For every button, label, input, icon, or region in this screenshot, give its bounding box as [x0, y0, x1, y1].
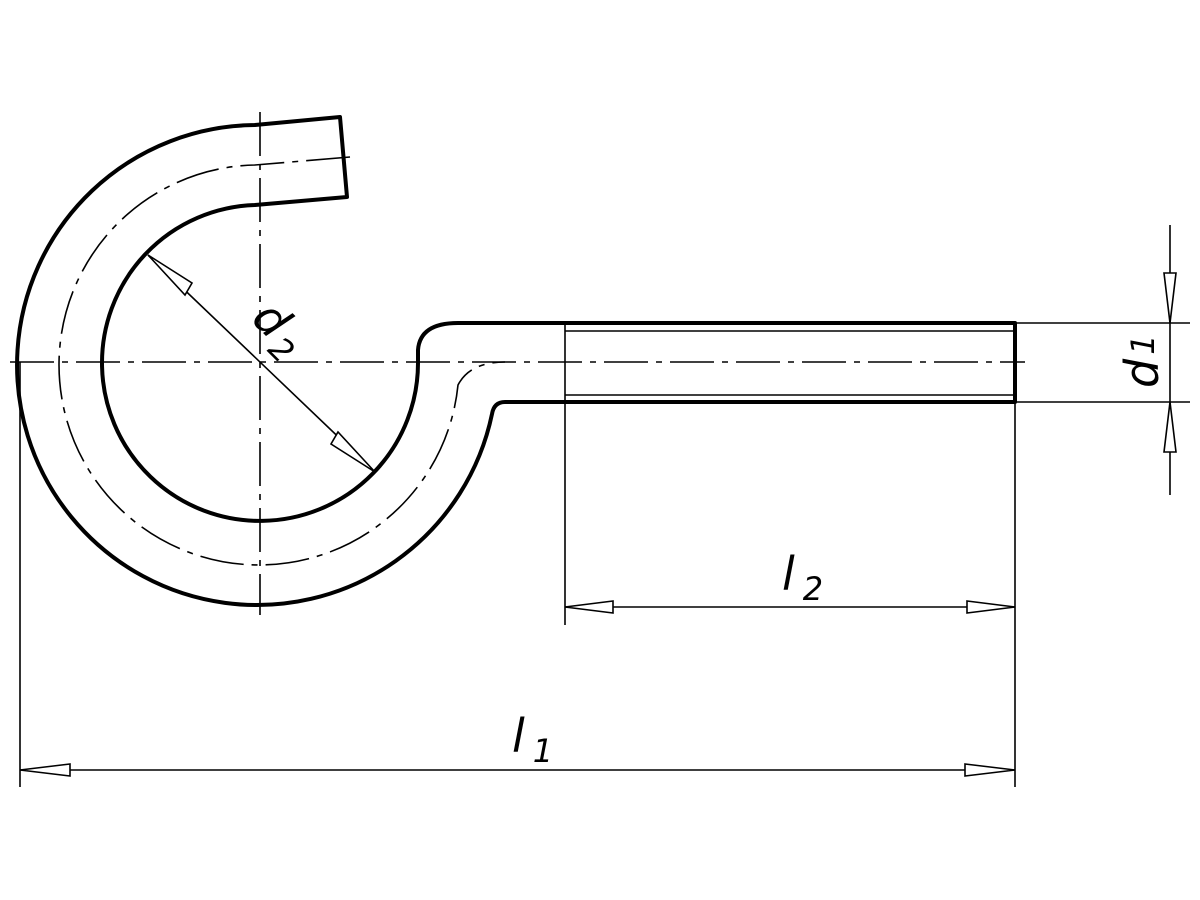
hook-wire-centerline [58, 156, 506, 566]
dimension-d1: d1 [1115, 225, 1177, 495]
arrowhead [1163, 401, 1177, 453]
arrowhead [19, 763, 71, 777]
arrowhead [966, 600, 1016, 614]
dimension-label-d2: d2 [237, 290, 318, 371]
arrowhead [1163, 272, 1177, 324]
hook-outline [15, 115, 1017, 607]
arrowhead [964, 763, 1016, 777]
arrowhead [329, 430, 376, 473]
dimension-label-d1: d1 [1115, 334, 1169, 388]
dimension-d2: d2 [147, 254, 376, 473]
arrowhead [147, 254, 194, 297]
arrowhead [564, 600, 614, 614]
